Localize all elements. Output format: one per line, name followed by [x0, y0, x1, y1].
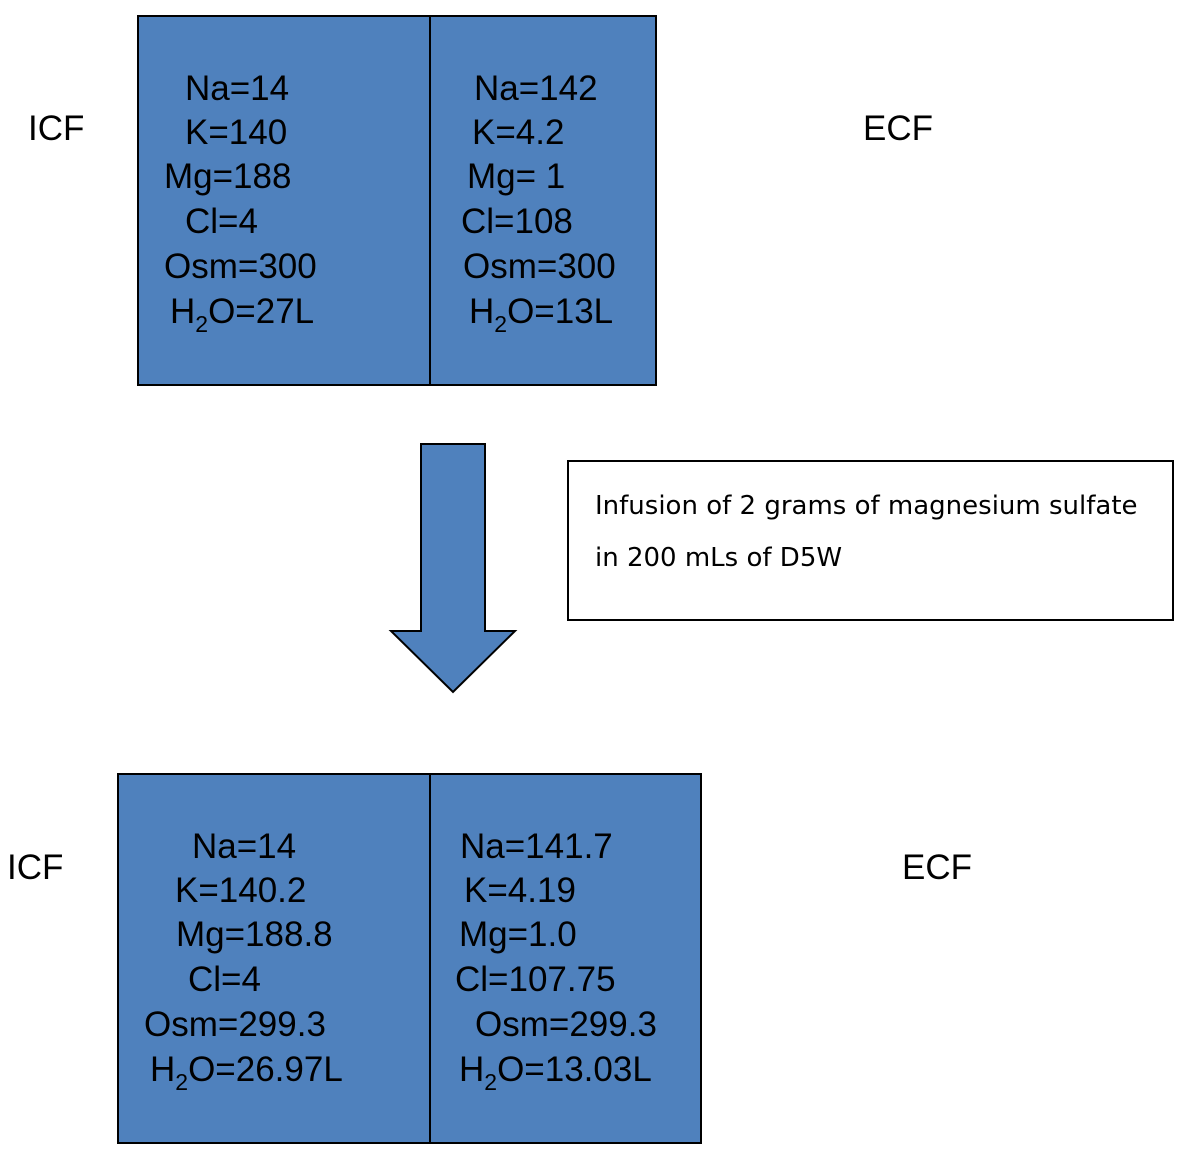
icf-label-before: ICF — [28, 109, 85, 148]
ecf-k-value: K=4.19 — [464, 871, 576, 910]
compartment-divider — [429, 17, 431, 384]
ecf-label-before: ECF — [863, 109, 933, 148]
ecf-osm-value: Osm=299.3 — [475, 1005, 657, 1044]
icf-na-value: Na=14 — [185, 69, 290, 108]
icf-osm-value: Osm=300 — [164, 247, 317, 286]
icf-cl-value: Cl=4 — [185, 202, 258, 241]
ecf-water-value: H2O=13.03L — [459, 1050, 652, 1095]
icf-label-after: ICF — [7, 848, 64, 887]
icf-mg-value: Mg=188 — [164, 157, 292, 196]
ecf-water-value: H2O=13L — [469, 292, 614, 337]
icf-mg-value: Mg=188.8 — [176, 915, 333, 954]
down-arrow-icon — [388, 443, 518, 694]
icf-k-value: K=140 — [185, 113, 288, 152]
ecf-cl-value: Cl=108 — [461, 202, 573, 241]
ecf-mg-value: Mg=1.0 — [459, 915, 577, 954]
intervention-note: Infusion of 2 grams of magnesium sulfate… — [567, 460, 1174, 621]
ecf-mg-value: Mg= 1 — [467, 157, 566, 196]
intervention-text: Infusion of 2 grams of magnesium sulfate… — [595, 491, 1138, 573]
icf-na-value: Na=14 — [192, 827, 297, 866]
icf-osm-value: Osm=299.3 — [144, 1005, 326, 1044]
ecf-na-value: Na=142 — [474, 69, 598, 108]
compartment-box-after: Na=14 K=140.2 Mg=188.8 Cl=4 Osm=299.3 H2… — [117, 773, 702, 1144]
ecf-na-value: Na=141.7 — [460, 827, 613, 866]
ecf-osm-value: Osm=300 — [463, 247, 616, 286]
ecf-k-value: K=4.2 — [472, 113, 565, 152]
compartment-box-before: Na=14 K=140 Mg=188 Cl=4 Osm=300 H2O=27L … — [137, 15, 657, 386]
ecf-cl-value: Cl=107.75 — [455, 960, 616, 999]
compartment-divider — [429, 775, 431, 1142]
icf-cl-value: Cl=4 — [188, 960, 261, 999]
icf-water-value: H2O=27L — [170, 292, 315, 337]
ecf-label-after: ECF — [902, 848, 972, 887]
icf-k-value: K=140.2 — [175, 871, 307, 910]
icf-water-value: H2O=26.97L — [150, 1050, 343, 1095]
